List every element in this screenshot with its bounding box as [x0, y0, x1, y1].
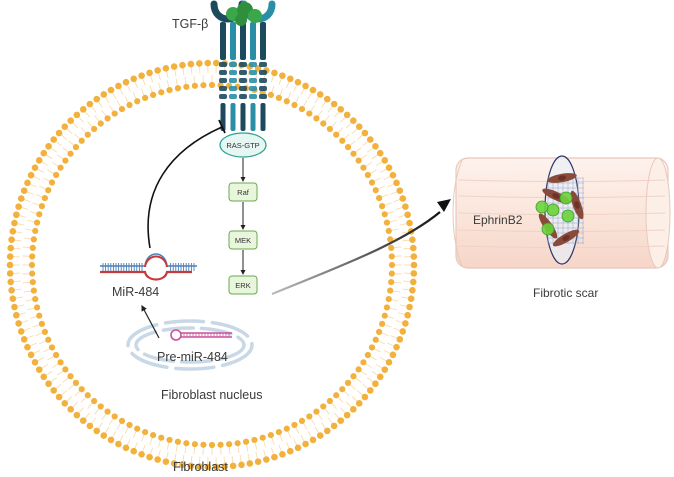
pre-mir-484-hairpin-icon [170, 329, 232, 341]
scar-green-cells [535, 191, 575, 236]
mek-label: MEK [235, 236, 251, 245]
fibrotic-scar-label: Fibrotic scar [533, 286, 598, 300]
erk-label: ERK [235, 281, 250, 290]
fibroblast-membrane [6, 59, 418, 471]
pathway-arrows [141, 119, 451, 339]
ras-gtp-label: RAS-GTP [226, 141, 259, 150]
arrow-pre-mir-to-mir [141, 304, 160, 339]
ras-gtp-node: RAS-GTP [219, 132, 267, 158]
erk-node: ERK [228, 275, 258, 295]
fibroblast-nucleus [126, 319, 254, 371]
raf-node: Raf [228, 182, 258, 202]
ephrinb2-label: EphrinB2 [473, 213, 523, 227]
tgf-beta-label: TGF-β [172, 17, 208, 31]
inhibition-arrow [147, 126, 223, 249]
fibrotic-scar-icon [452, 155, 671, 269]
pre-mir-484-label: Pre-miR-484 [157, 350, 228, 364]
arrow-erk-to-scar [271, 211, 441, 296]
fibroblast-label: Fibroblast [173, 460, 228, 474]
fibroblast-nucleus-label: Fibroblast nucleus [161, 388, 262, 402]
inhibition-bar [218, 119, 226, 134]
mir-484-label: MiR-484 [112, 285, 159, 299]
mir-484-duplex-icon [100, 253, 197, 281]
mek-node: MEK [228, 230, 258, 250]
raf-label: Raf [237, 188, 250, 197]
tgf-beta-receptor-icon [210, 0, 276, 131]
arrow-erk-to-scar-head [437, 199, 451, 212]
